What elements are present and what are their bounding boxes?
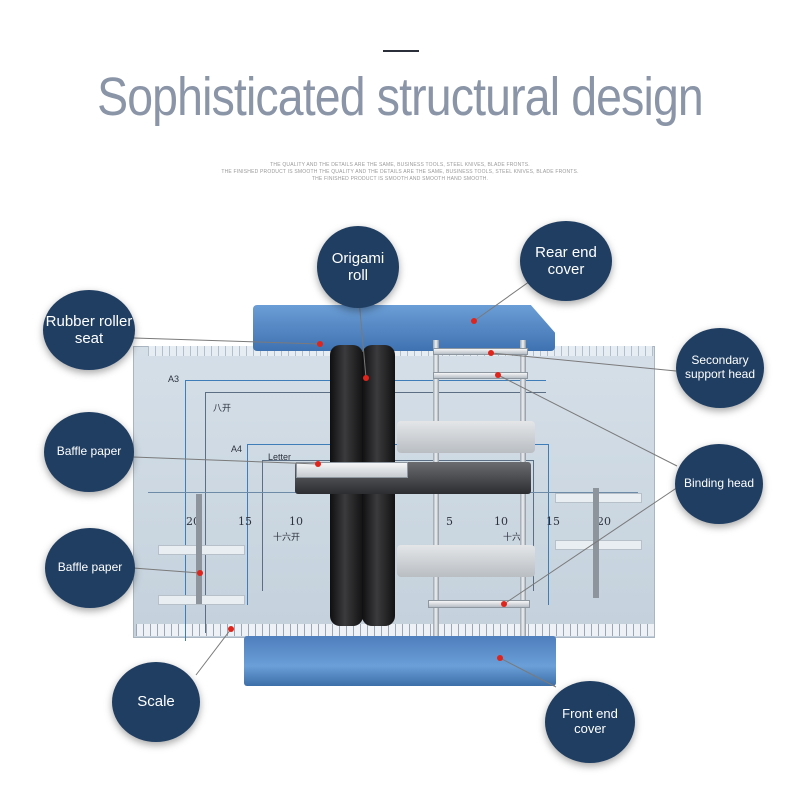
front-end-cover-part xyxy=(244,636,556,686)
leader-line-baffle-paper-1 xyxy=(132,456,319,465)
leader-line-front-end-cover xyxy=(499,657,557,688)
subtitle-line-3: THE FINISHED PRODUCT IS SMOOTH AND SMOOT… xyxy=(311,176,489,182)
secondary-support-bar xyxy=(433,372,528,379)
leader-line-scale xyxy=(195,628,232,676)
callout-front-end-cover: Front end cover xyxy=(545,681,635,763)
scale-number: 5 xyxy=(446,515,453,528)
subtitle-line-1: THE QUALITY AND THE DETAILS ARE THE SAME… xyxy=(270,162,530,168)
sixteen-open-label-left: 十六开 xyxy=(273,532,301,542)
subtitle-line-2: THE FINISHED PRODUCT IS SMOOTH THE QUALI… xyxy=(221,169,579,175)
callout-scale: Scale xyxy=(112,662,200,742)
eight-open-label: 八开 xyxy=(213,403,232,413)
right-baffle-bar xyxy=(593,488,599,598)
a4-label: A4 xyxy=(231,444,243,454)
sixteen-open-label-right: 十六 xyxy=(503,532,522,542)
callout-baffle-paper-2: Baffle paper xyxy=(45,528,135,608)
scale-number: 10 xyxy=(494,515,508,528)
title-accent-bar xyxy=(383,50,419,52)
leader-line-rear-end-cover xyxy=(473,278,534,322)
leader-line-binding-head-2 xyxy=(503,486,679,605)
binding-head-bar xyxy=(428,600,530,608)
leader-line-baffle-paper-2 xyxy=(132,567,201,574)
baffle-paper-rod xyxy=(296,462,408,478)
leader-line-binding-head-1 xyxy=(497,374,678,467)
callout-secondary-support-head: Secondary support head xyxy=(676,328,764,408)
callout-baffle-paper-1: Baffle paper xyxy=(44,412,134,492)
marker-dot xyxy=(488,350,494,356)
leader-line-secondary-support-head xyxy=(490,352,677,372)
letter-label: Letter xyxy=(268,452,292,462)
top-ruler xyxy=(148,346,653,356)
secondary-support-bar xyxy=(433,348,528,355)
marker-dot xyxy=(228,626,234,632)
callout-origami-roll: Origami roll xyxy=(317,226,399,308)
marker-dot xyxy=(501,601,507,607)
callout-rear-end-cover: Rear end cover xyxy=(520,221,612,301)
leader-line-rubber-roller-seat xyxy=(133,337,321,345)
marker-dot xyxy=(495,372,501,378)
scale-number: 10 xyxy=(289,515,303,528)
marker-dot xyxy=(471,318,477,324)
marker-dot xyxy=(315,461,321,467)
left-baffle-bar xyxy=(196,494,202,604)
lower-guide-block xyxy=(397,545,535,577)
callout-binding-head: Binding head xyxy=(675,444,763,524)
scale-number: 15 xyxy=(546,515,560,528)
marker-dot xyxy=(497,655,503,661)
upper-guide-block xyxy=(397,421,535,453)
a3-label: A3 xyxy=(168,374,180,384)
marker-dot xyxy=(197,570,203,576)
scale-number: 15 xyxy=(238,515,252,528)
letter-guide xyxy=(262,460,534,591)
scale-number: 20 xyxy=(597,515,611,528)
marker-dot xyxy=(317,341,323,347)
marker-dot xyxy=(363,375,369,381)
callout-rubber-roller-seat: Rubber roller seat xyxy=(43,290,135,370)
page-title: Sophisticated structural design xyxy=(97,67,704,127)
